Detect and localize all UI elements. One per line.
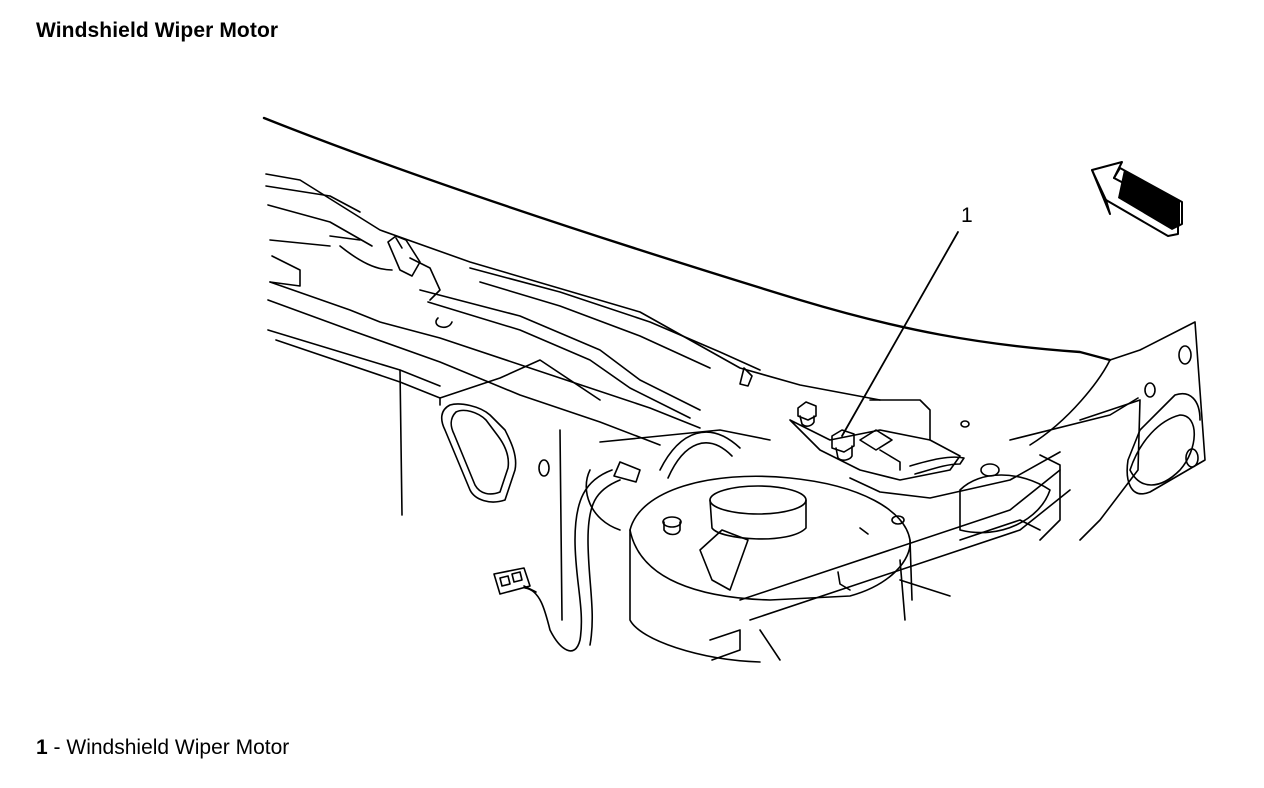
- mounting-bolt: [797, 401, 855, 461]
- electrical-connector: [493, 567, 537, 595]
- page-title: Windshield Wiper Motor: [36, 19, 279, 42]
- windshield-edge: [262, 116, 1112, 446]
- wire-harness: [524, 431, 741, 652]
- wiper-linkage: [329, 235, 761, 419]
- legend: 1 - Windshield Wiper Motor: [36, 736, 289, 760]
- legend-item-separator: -: [53, 736, 61, 759]
- forward-arrow-icon: [1091, 161, 1183, 237]
- callout-1-leader: [841, 231, 959, 437]
- cowl-panel: [265, 173, 881, 516]
- lower-brace: [709, 469, 1071, 661]
- wiper-motor-mount: [789, 399, 1061, 499]
- inner-panel: [440, 403, 771, 621]
- wiper-motor-housing: [585, 469, 913, 663]
- legend-item-label: Windshield Wiper Motor: [66, 736, 290, 759]
- legend-item-number: 1: [36, 736, 48, 759]
- right-body-structure: [959, 321, 1206, 541]
- callout-1-number: 1: [961, 204, 973, 227]
